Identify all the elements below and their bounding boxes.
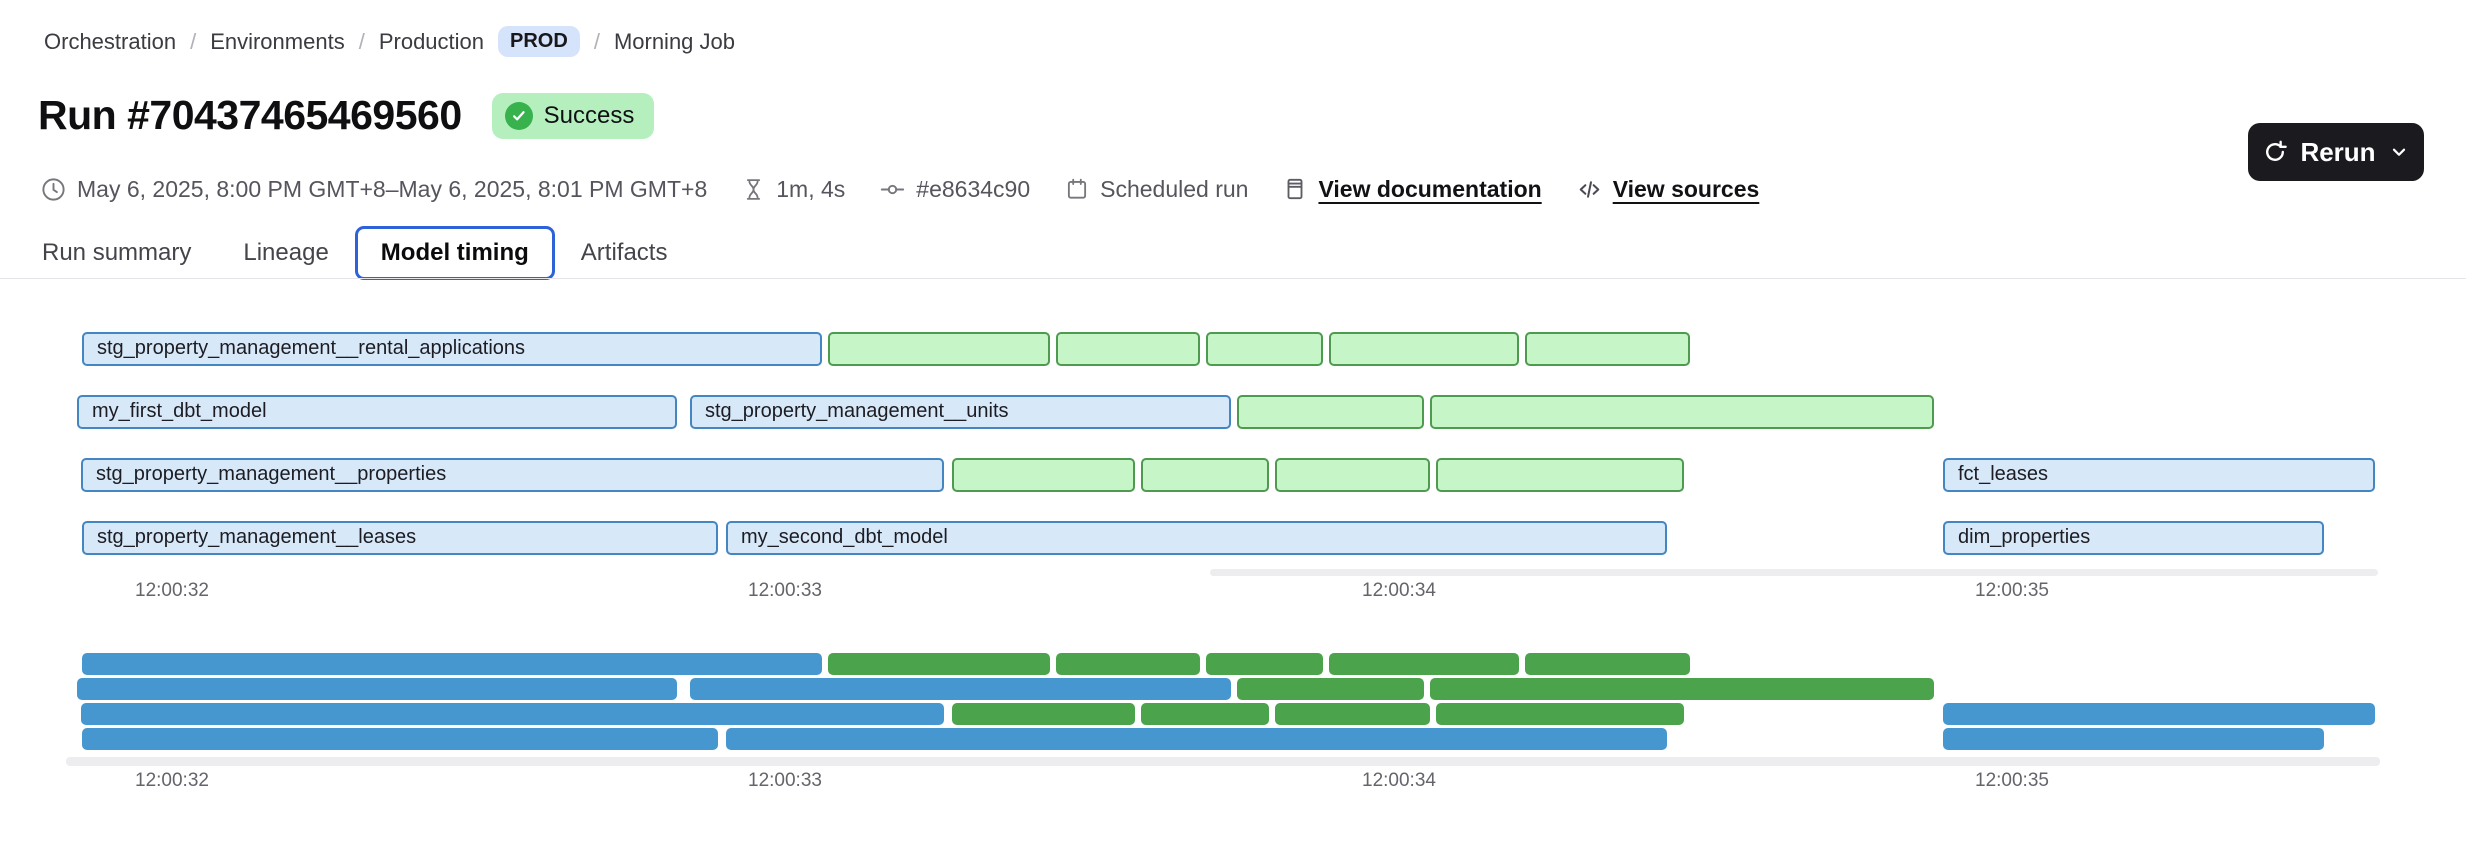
calendar-icon [1068, 178, 1087, 199]
minimap-bar[interactable] [1329, 653, 1519, 675]
page-title: Run #70437465469560 [38, 92, 462, 138]
meta-sources[interactable]: View sources [1576, 175, 1760, 203]
gantt-bar[interactable] [828, 332, 1050, 366]
view-documentation-link[interactable]: View documentation [1318, 175, 1542, 202]
gantt-bar-stg_property_management__leases[interactable]: stg_property_management__leases [82, 521, 718, 555]
minimap-bar[interactable] [1943, 703, 2375, 725]
gantt-bar-label: dim_properties [1958, 526, 2091, 548]
meta-duration: 1m, 4s [741, 176, 845, 203]
minimap-bar[interactable] [952, 703, 1135, 725]
gantt-bar-label: my_first_dbt_model [92, 400, 267, 422]
gantt-bar-label: stg_property_management__units [705, 400, 1009, 422]
minimap-bar[interactable] [690, 678, 1231, 700]
axis-tick-label: 12:00:33 [748, 770, 822, 791]
axis-tick-label: 12:00:32 [135, 580, 209, 601]
breadcrumb-separator: / [358, 28, 365, 54]
view-sources-link[interactable]: View sources [1612, 175, 1760, 202]
chart-scrollbar[interactable] [1210, 569, 2378, 576]
minimap-bar[interactable] [1436, 703, 1684, 725]
gantt-bar-label: stg_property_management__rental_applicat… [97, 337, 526, 359]
document-icon [1288, 178, 1303, 200]
commit-label[interactable]: #e8634c90 [916, 175, 1031, 202]
axis-tick-label: 12:00:34 [1362, 580, 1436, 601]
gantt-bar-fct_leases[interactable]: fct_leases [1943, 458, 2375, 492]
tab-run-summary[interactable]: Run summary [42, 239, 192, 266]
run-tabs: Run summary Lineage Model timing Artifac… [16, 226, 693, 280]
minimap-bar[interactable] [1206, 653, 1323, 675]
gantt-bar-stg_property_management__rental_applications[interactable]: stg_property_management__rental_applicat… [82, 332, 822, 366]
axis-tick-label: 12:00:35 [1975, 770, 2049, 791]
clock-icon [42, 177, 65, 201]
gantt-bar-my_first_dbt_model[interactable]: my_first_dbt_model [77, 395, 677, 429]
commit-icon [881, 184, 905, 194]
gantt-bar[interactable] [1237, 395, 1424, 429]
gantt-bar[interactable] [1430, 395, 1934, 429]
gantt-bar-label: fct_leases [1958, 463, 2049, 485]
minimap-bar[interactable] [77, 678, 677, 700]
gantt-bar-my_second_dbt_model[interactable]: my_second_dbt_model [726, 521, 1667, 555]
breadcrumb-environments[interactable]: Environments [210, 28, 345, 54]
rerun-button[interactable]: Rerun [2248, 123, 2424, 181]
status-badge: Success [491, 92, 655, 139]
duration-label: 1m, 4s [776, 175, 846, 202]
gantt-bar[interactable] [1206, 332, 1323, 366]
tab-model-timing[interactable]: Model timing [354, 226, 555, 280]
trigger-label: Scheduled run [1100, 175, 1249, 202]
gantt-bar[interactable] [1275, 458, 1430, 492]
chevron-down-icon [2388, 141, 2410, 163]
minimap-bar[interactable] [828, 653, 1050, 675]
run-meta-row: May 6, 2025, 8:00 PM GMT+8–May 6, 2025, … [40, 170, 1759, 208]
minimap-bar[interactable] [82, 653, 822, 675]
hourglass-icon [747, 178, 761, 200]
breadcrumb: Orchestration / Environments / Productio… [44, 26, 735, 57]
rerun-label: Rerun [2300, 136, 2376, 167]
meta-time-range: May 6, 2025, 8:00 PM GMT+8–May 6, 2025, … [40, 176, 707, 203]
refresh-icon [2262, 139, 2288, 165]
gantt-bar[interactable] [1141, 458, 1269, 492]
gantt-bar-label: stg_property_management__leases [97, 526, 417, 548]
status-label: Success [543, 101, 635, 129]
tabs-divider [0, 278, 2466, 279]
axis-tick-label: 12:00:34 [1362, 770, 1436, 791]
minimap-bar[interactable] [81, 703, 944, 725]
gantt-bar-dim_properties[interactable]: dim_properties [1943, 521, 2324, 555]
meta-commit: #e8634c90 [879, 176, 1030, 203]
breadcrumb-separator: / [190, 28, 197, 54]
minimap-bar[interactable] [726, 728, 1667, 750]
time-range-label: May 6, 2025, 8:00 PM GMT+8–May 6, 2025, … [77, 175, 708, 202]
breadcrumb-current-job[interactable]: Morning Job [613, 28, 736, 54]
minimap-bar[interactable] [1275, 703, 1430, 725]
gantt-bar-label: stg_property_management__properties [96, 463, 447, 485]
gantt-bar[interactable] [1525, 332, 1690, 366]
environment-badge: PROD [498, 26, 580, 57]
gantt-bar-stg_property_management__units[interactable]: stg_property_management__units [690, 395, 1231, 429]
gantt-bar[interactable] [1436, 458, 1684, 492]
breadcrumb-orchestration[interactable]: Orchestration [44, 28, 177, 54]
minimap-track[interactable] [66, 757, 2380, 766]
minimap-bar[interactable] [1430, 678, 1934, 700]
minimap-bar[interactable] [1141, 703, 1269, 725]
check-circle-icon [504, 101, 533, 130]
gantt-bar[interactable] [1056, 332, 1200, 366]
axis-tick-label: 12:00:35 [1975, 580, 2049, 601]
meta-documentation[interactable]: View documentation [1282, 175, 1542, 203]
title-row: Run #70437465469560 Success [38, 92, 655, 139]
minimap-bar[interactable] [1237, 678, 1424, 700]
minimap-bar[interactable] [82, 728, 718, 750]
breadcrumb-separator: / [593, 28, 600, 54]
code-icon [1579, 180, 1599, 198]
tab-lineage[interactable]: Lineage [243, 239, 329, 266]
tab-artifacts[interactable]: Artifacts [580, 239, 668, 266]
axis-tick-label: 12:00:33 [748, 580, 822, 601]
breadcrumb-production[interactable]: Production [378, 28, 485, 54]
minimap-bar[interactable] [1525, 653, 1690, 675]
gantt-bar-label: my_second_dbt_model [741, 526, 948, 548]
meta-trigger: Scheduled run [1064, 176, 1248, 203]
gantt-bar[interactable] [1329, 332, 1519, 366]
gantt-bar[interactable] [952, 458, 1135, 492]
axis-tick-label: 12:00:32 [135, 770, 209, 791]
minimap-bar[interactable] [1943, 728, 2324, 750]
minimap-bar[interactable] [1056, 653, 1200, 675]
gantt-bar-stg_property_management__properties[interactable]: stg_property_management__properties [81, 458, 944, 492]
